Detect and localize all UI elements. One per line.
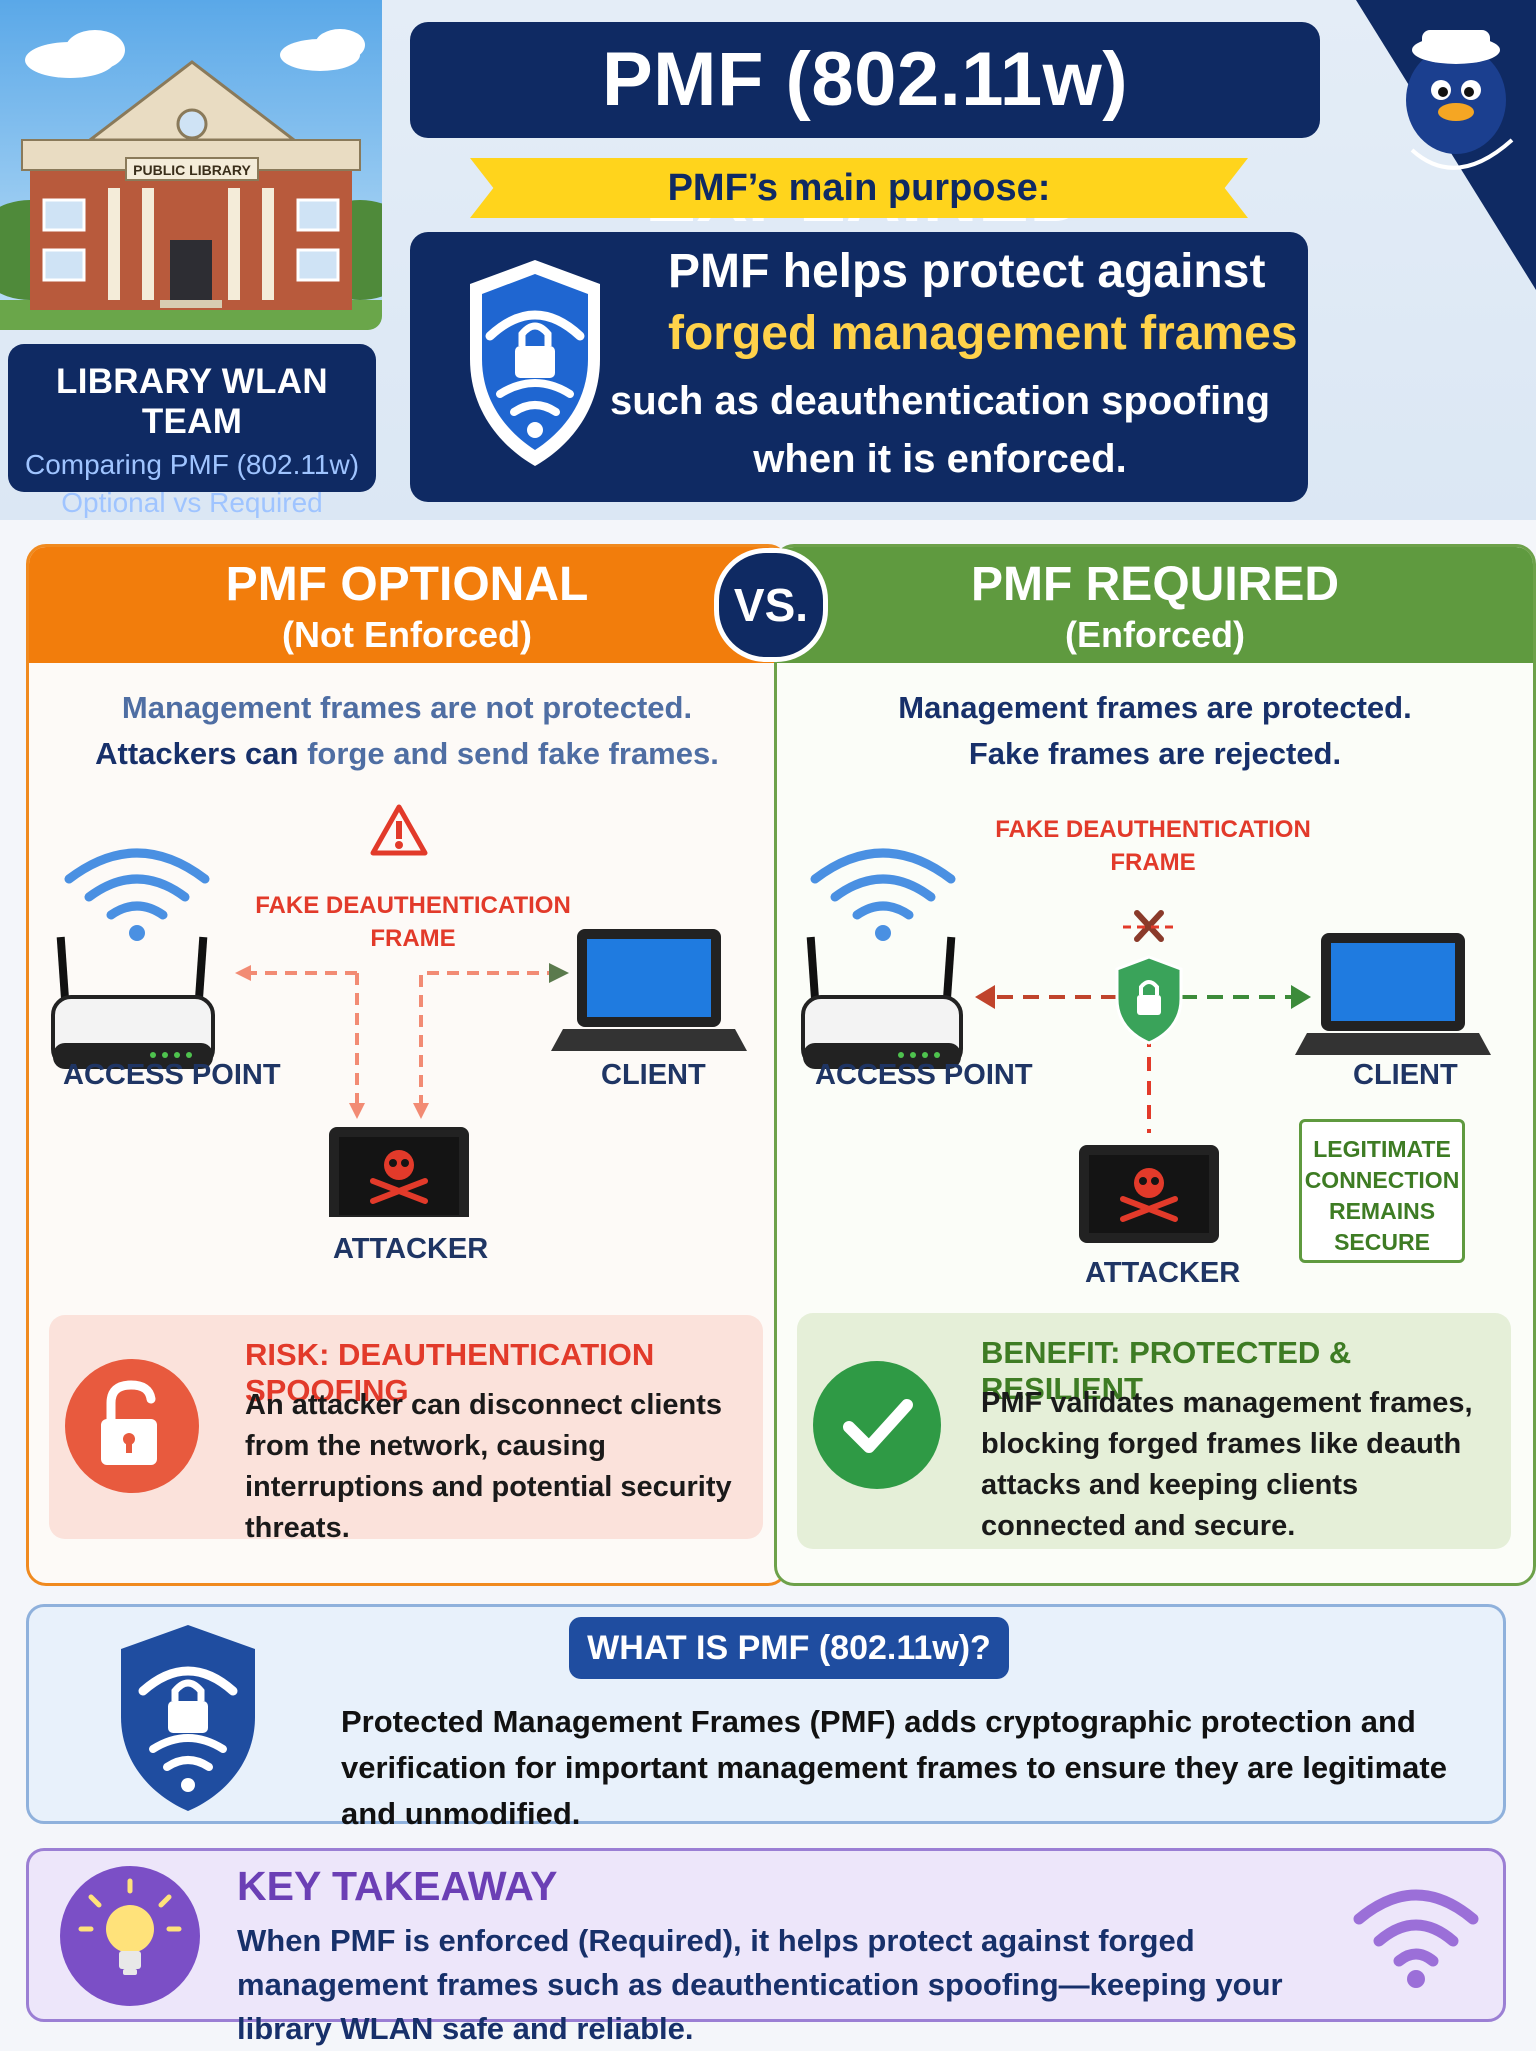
required-header: PMF REQUIRED (Enforced) xyxy=(777,547,1533,663)
check-circle-icon xyxy=(813,1361,941,1489)
required-subtitle: (Enforced) xyxy=(1065,614,1245,655)
team-title: LIBRARY WLAN TEAM xyxy=(56,362,328,441)
benefit-box: BENEFIT: PROTECTED & RESILIENT PMF valid… xyxy=(797,1313,1511,1549)
client-laptop-icon xyxy=(551,929,747,1051)
benefit-text: PMF validates management frames, blockin… xyxy=(981,1387,1473,1542)
legitimate-connection-box: LEGITIMATE CONNECTION REMAINS SECURE xyxy=(1299,1119,1465,1263)
optional-attacker-label: ATTACKER xyxy=(333,1233,489,1265)
access-point-router-icon xyxy=(51,936,215,1069)
wifi-icon xyxy=(1353,1889,1479,1988)
purpose-ribbon: PMF’s main purpose: xyxy=(470,158,1248,218)
attacker-laptop-icon xyxy=(329,1127,469,1217)
shield-lock-wifi-icon xyxy=(470,260,600,466)
page-title: PMF (802.11w) EXPLAINED xyxy=(410,22,1320,238)
optional-diagram xyxy=(51,804,747,1217)
team-subtitle-1: Comparing PMF (802.11w) xyxy=(24,449,360,480)
required-description: Management frames are protected. Fake fr… xyxy=(777,685,1533,777)
blocked-x-icon xyxy=(1134,910,1164,942)
key-takeaway-text: When PMF is enforced (Required), it help… xyxy=(237,1923,1283,2046)
library-sign: PUBLIC LIBRARY xyxy=(133,162,251,178)
what-is-pmf-box: WHAT IS PMF (802.11w)? Protected Managem… xyxy=(26,1604,1506,1831)
duck-mascot-logo xyxy=(1356,0,1536,290)
purpose-line-1: PMF helps protect against xyxy=(668,245,1266,298)
client-laptop-icon xyxy=(1295,933,1491,1055)
green-shield-lock-icon xyxy=(1115,955,1183,1045)
purpose-line-4: when it is enforced. xyxy=(753,437,1127,481)
required-fake-frame-label: FAKE DEAUTHENTICATION FRAME xyxy=(995,816,1311,876)
pmf-required-panel: PMF REQUIRED (Enforced) Management frame… xyxy=(774,544,1536,1586)
unlocked-padlock-icon xyxy=(65,1359,199,1493)
risk-box: RISK: DEAUTHENTICATION SPOOFING An attac… xyxy=(49,1315,763,1544)
fake-frame-arrows xyxy=(245,971,549,1107)
what-is-pmf-text: Protected Management Frames (PMF) adds c… xyxy=(341,1704,1447,1831)
access-point-router-icon xyxy=(801,936,963,1069)
purpose-line-3-4: such as deauthentication spoofing when i… xyxy=(590,372,1290,488)
required-desc-line-1: Management frames are protected. xyxy=(898,690,1412,725)
key-takeaway-title: KEY TAKEAWAY xyxy=(237,1863,558,1909)
purpose-box: PMF helps protect against forged managem… xyxy=(410,232,1308,502)
optional-fake-frame-label: FAKE DEAUTHENTICATION FRAME xyxy=(255,892,571,952)
required-ap-label: ACCESS POINT xyxy=(815,1059,1033,1091)
lightbulb-icon xyxy=(60,1866,200,2006)
wifi-icon xyxy=(64,848,210,941)
optional-client-label: CLIENT xyxy=(601,1059,706,1091)
wifi-icon xyxy=(810,848,956,941)
team-subtitle-2: Optional vs Required xyxy=(61,487,323,518)
purpose-line-3: such as deauthentication spoofing xyxy=(609,379,1271,423)
warning-triangle-icon xyxy=(370,804,428,856)
optional-header: PMF OPTIONAL (Not Enforced) xyxy=(29,547,785,663)
key-takeaway-box: KEY TAKEAWAY When PMF is enforced (Requi… xyxy=(26,1848,1506,2046)
attacker-laptop-icon xyxy=(1079,1145,1219,1243)
pmf-optional-panel: PMF OPTIONAL (Not Enforced) Management f… xyxy=(26,544,788,1586)
what-is-pmf-title: WHAT IS PMF (802.11w)? xyxy=(569,1617,1009,1679)
required-client-label: CLIENT xyxy=(1353,1059,1458,1091)
optional-title: PMF OPTIONAL xyxy=(225,558,589,611)
required-title: PMF REQUIRED xyxy=(970,558,1339,611)
risk-title: RISK: DEAUTHENTICATION SPOOFING xyxy=(245,1337,655,1408)
vs-badge: VS. xyxy=(714,548,828,662)
benefit-title: BENEFIT: PROTECTED & RESILIENT xyxy=(981,1335,1352,1406)
optional-subtitle: (Not Enforced) xyxy=(282,614,532,655)
optional-ap-label: ACCESS POINT xyxy=(63,1059,281,1091)
optional-desc-line-1: Management frames are not protected. xyxy=(121,690,693,725)
library-illustration: PUBLIC LIBRARY xyxy=(0,0,382,330)
purpose-line-2: forged management frames xyxy=(668,307,1298,360)
required-diagram xyxy=(801,848,1491,1243)
optional-description: Management frames are not protected. Att… xyxy=(29,685,785,777)
shield-lock-wifi-icon xyxy=(121,1625,255,1811)
risk-text: An attacker can disconnect clients from … xyxy=(245,1389,732,1544)
team-box: LIBRARY WLAN TEAM Comparing PMF (802.11w… xyxy=(8,344,376,518)
required-attacker-label: ATTACKER xyxy=(1085,1257,1241,1289)
optional-desc-line-2: Attackers can forge and send fake frames… xyxy=(95,736,719,771)
required-desc-line-2: Fake frames are rejected. xyxy=(968,736,1342,771)
